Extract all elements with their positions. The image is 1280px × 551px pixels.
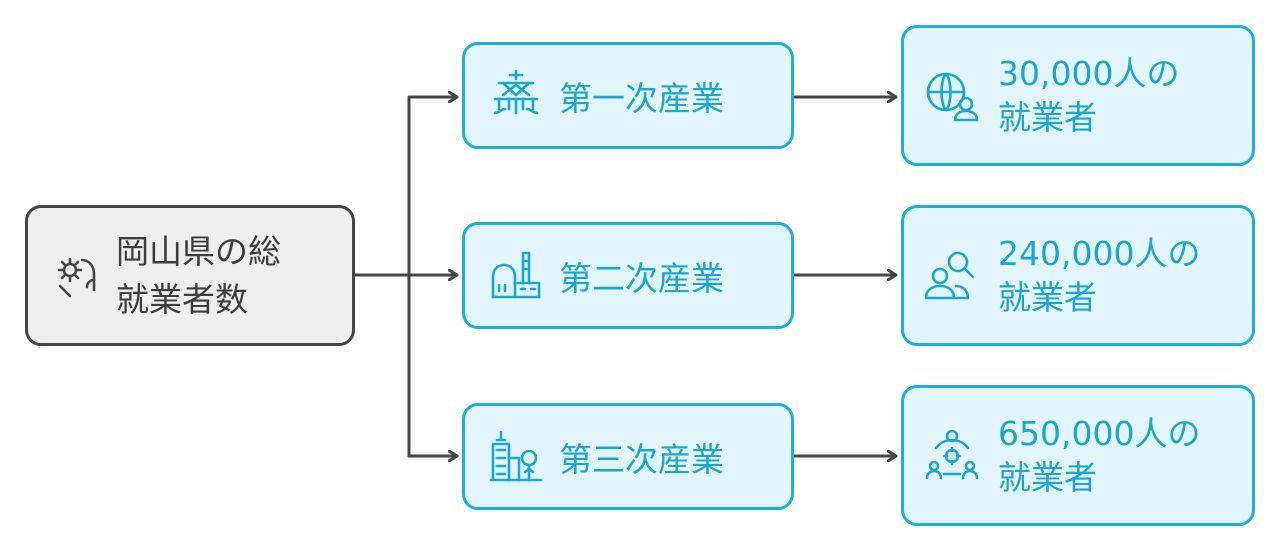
people-network-icon [925,429,979,479]
result-label-primary: 30,000人の 就業者 [998,53,1180,137]
result-node-secondary: 240,000人の 就業者 [901,205,1255,346]
hand-gear-icon [57,257,96,297]
result-label-secondary: 240,000人の 就業者 [998,233,1201,317]
people-search-icon [924,251,975,299]
sector-label-primary: 第一次産業 [559,78,724,118]
agriculture-icon [493,69,539,114]
sector-label-tertiary: 第三次産業 [559,439,724,479]
globe-person-icon [926,72,979,121]
result-label-tertiary: 650,000人の 就業者 [998,413,1201,497]
sector-label-secondary: 第二次産業 [559,258,724,298]
sector-node-tertiary: 第三次産業 [462,403,794,510]
factory-icon [491,251,541,298]
result-node-primary: 30,000人の 就業者 [901,25,1255,166]
root-node: 岡山県の総 就業者数 [25,205,355,346]
sector-node-primary: 第一次産業 [462,42,794,149]
connector-root-to-sector-1 [354,97,459,277]
sector-node-secondary: 第二次産業 [462,222,794,329]
city-tree-icon [489,430,543,481]
result-node-tertiary: 650,000人の 就業者 [901,385,1255,526]
root-label: 岡山県の総 就業者数 [116,231,281,319]
connector-root-to-sector-3 [407,273,459,456]
